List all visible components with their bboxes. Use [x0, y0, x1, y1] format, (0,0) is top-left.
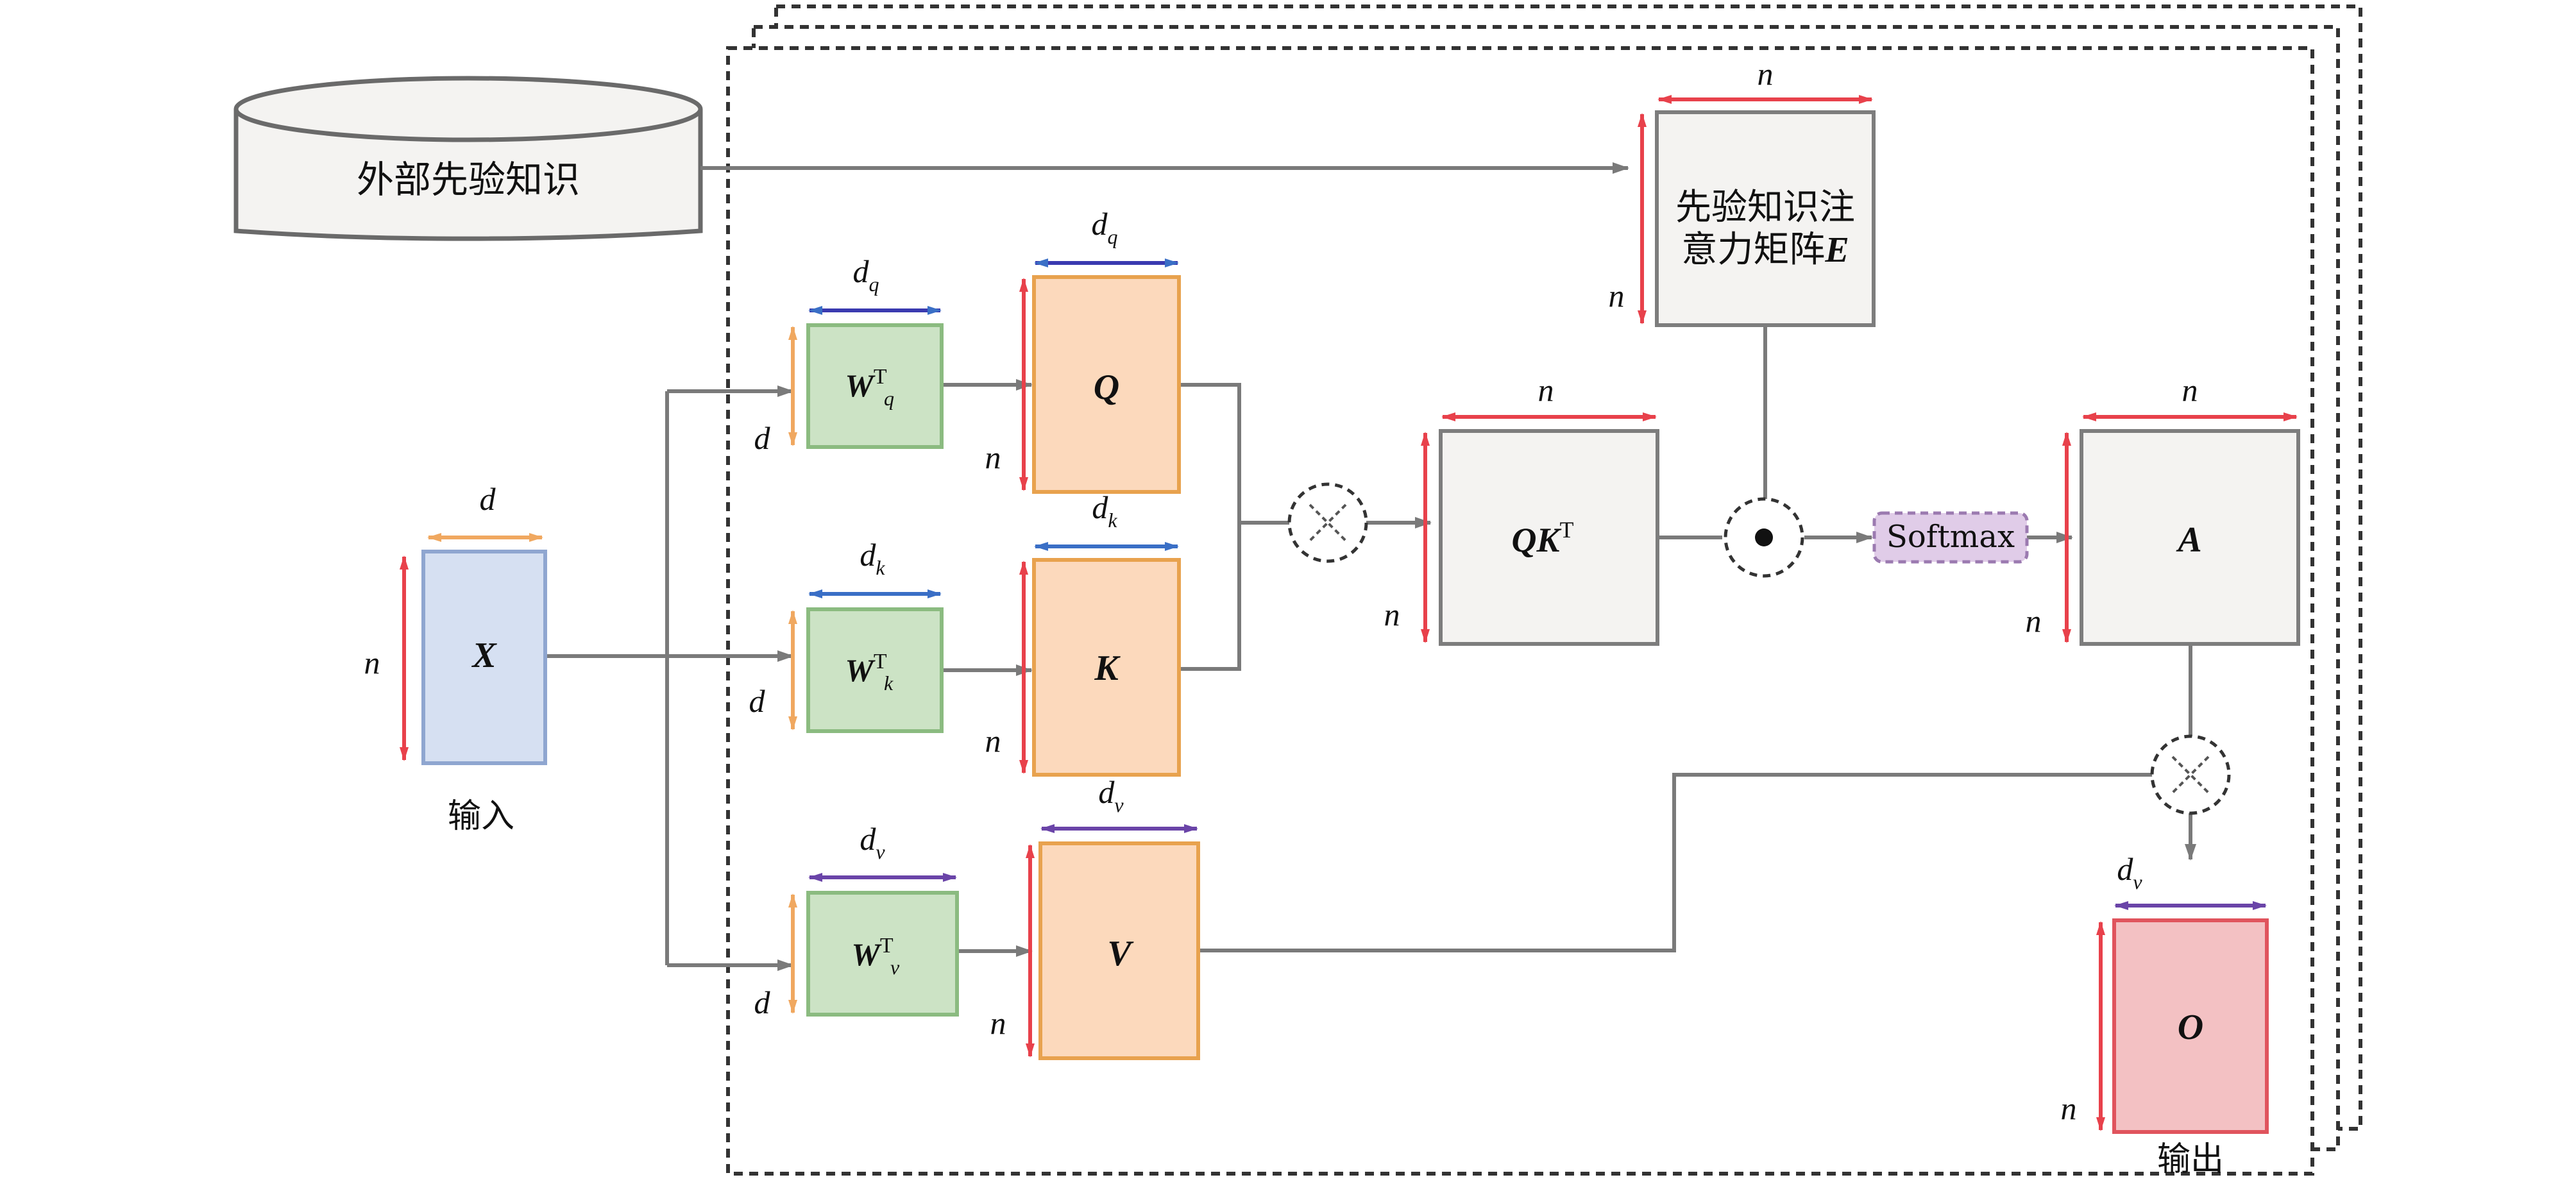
score-symbol-base: QK	[1511, 521, 1562, 559]
external-knowledge-database: 外部先验知识	[233, 76, 703, 241]
query-dim-dq-base: d	[1092, 206, 1108, 242]
wk-base: W	[845, 652, 876, 688]
svg-text:dk: dk	[1092, 489, 1117, 532]
v-to-multiply-line	[1198, 773, 2154, 952]
weight-wv-matrix: WT v dv d	[754, 821, 959, 1020]
wq-base: W	[845, 367, 876, 403]
key-symbol: K	[1094, 648, 1121, 688]
value-matrix: V dv n	[990, 774, 1200, 1060]
key-dim-dk-base: d	[1092, 489, 1108, 525]
wq-sup: T	[874, 365, 887, 389]
wv-dim-dv-sub: v	[876, 840, 885, 863]
q-k-merge-line	[1179, 383, 1241, 671]
prior-dim-n-left-label: n	[1609, 278, 1625, 314]
score-dim-n-left-label: n	[1384, 596, 1400, 632]
input-caption: 输入	[448, 797, 514, 836]
attention-matrix: A n n	[2026, 372, 2300, 646]
query-symbol: Q	[1094, 367, 1119, 407]
softmax-label: Softmax	[1886, 519, 2015, 555]
attention-symbol: A	[2176, 520, 2201, 560]
wk-sub: k	[884, 671, 894, 695]
svg-text:QKT: QKT	[1511, 517, 1573, 559]
key-dim-n-label: n	[985, 723, 1001, 759]
value-dim-n-label: n	[990, 1005, 1006, 1041]
value-dim-dv-base: d	[1098, 774, 1115, 810]
svg-text:dk: dk	[860, 537, 885, 579]
prior-symbol: E	[1824, 230, 1849, 270]
input-dim-d-label: d	[480, 481, 496, 517]
value-dim-dv-sub: v	[1114, 793, 1124, 816]
weight-wk-matrix: WT k dk d	[749, 537, 944, 733]
wk-sup: T	[874, 650, 887, 673]
svg-text:WT: WT	[851, 934, 893, 972]
hadamard-operator	[1724, 497, 1804, 578]
weight-wq-matrix: WT q dq d	[754, 253, 944, 456]
key-matrix: K dk n	[985, 489, 1181, 777]
svg-text:意力矩阵E: 意力矩阵E	[1681, 229, 1849, 271]
output-caption: 输出	[2157, 1140, 2224, 1179]
output-dim-n-label: n	[2061, 1090, 2077, 1126]
key-dim-dk-sub: k	[1108, 509, 1117, 532]
input-symbol: X	[471, 636, 497, 675]
av-multiply-operator	[2150, 734, 2231, 815]
value-symbol: V	[1107, 934, 1134, 974]
svg-text:dv: dv	[1098, 774, 1124, 816]
softmax-block: Softmax	[1872, 511, 2029, 564]
input-dim-n-label: n	[364, 645, 380, 680]
wv-sub: v	[890, 956, 900, 979]
wq-dim-dq-base: d	[853, 253, 870, 289]
output-symbol: O	[2178, 1008, 2203, 1047]
wq-dim-dq-sub: q	[869, 273, 879, 296]
svg-text:WT: WT	[845, 365, 886, 403]
wk-dim-dk-sub: k	[876, 556, 885, 579]
prior-attention-matrix: 先验知识注 意力矩阵E n n	[1609, 56, 1876, 327]
connectors	[545, 162, 2196, 971]
external-knowledge-label: 外部先验知识	[357, 158, 580, 201]
output-matrix: O dv n 输出	[2061, 851, 2269, 1179]
svg-text:dv: dv	[860, 821, 885, 863]
wk-dim-d-label: d	[749, 683, 766, 719]
qk-multiply-operator	[1287, 482, 1368, 563]
svg-text:WT: WT	[845, 650, 886, 688]
input-matrix: X d n 输入	[364, 481, 547, 836]
prior-label-line1: 先验知识注	[1675, 187, 1855, 228]
svg-text:dq: dq	[1092, 206, 1118, 248]
query-matrix: Q dq n	[985, 206, 1181, 494]
wv-dim-d-label: d	[754, 984, 771, 1020]
wv-sup: T	[880, 934, 894, 958]
svg-text:dq: dq	[853, 253, 879, 296]
output-dim-dv-sub: v	[2133, 870, 2142, 893]
score-dim-n-top-label: n	[1538, 372, 1554, 408]
attention-dim-n-top-label: n	[2182, 372, 2198, 408]
query-dim-dq-sub: q	[1108, 225, 1118, 248]
score-symbol-sup: T	[1560, 517, 1574, 543]
wq-sub: q	[884, 387, 894, 410]
wv-dim-dv-base: d	[860, 821, 876, 857]
svg-text:dv: dv	[2117, 851, 2142, 893]
prior-label-line2: 意力矩阵	[1681, 229, 1825, 271]
attention-dim-n-left-label: n	[2026, 603, 2042, 639]
wq-dim-d-label: d	[754, 420, 771, 456]
wv-base: W	[851, 936, 882, 972]
wk-dim-dk-base: d	[860, 537, 876, 573]
score-matrix-qkt: QKT n n	[1384, 372, 1659, 646]
prior-dim-n-top-label: n	[1758, 56, 1774, 92]
query-dim-n-label: n	[985, 439, 1001, 475]
output-dim-dv-base: d	[2117, 851, 2133, 887]
